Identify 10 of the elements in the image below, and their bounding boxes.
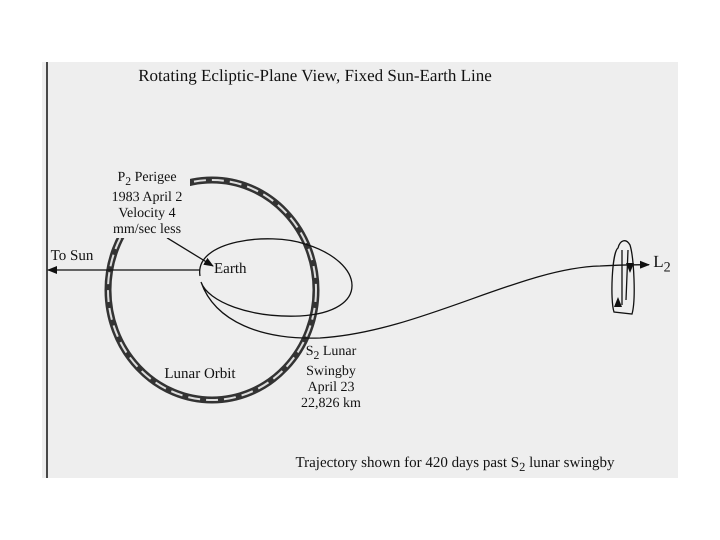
leader-line xyxy=(166,237,214,267)
title: Rotating Ecliptic-Plane View, Fixed Sun-Earth Line xyxy=(137,66,493,86)
sun-direction-arrow xyxy=(47,266,200,274)
swingby-note: S$_{2}$ Lunar Swingby April 23 22,826 km xyxy=(300,344,362,412)
orbit-label: Lunar Orbit xyxy=(163,366,237,382)
trajectory-arrow xyxy=(199,238,650,339)
trajectory-note: Trajectory shown for 420 days past S$_{2}$ lunar swingby xyxy=(294,455,616,475)
edge-label: To Sun xyxy=(50,248,94,264)
earth-label: Earth xyxy=(214,261,260,277)
l2-label: L$_{2}$ xyxy=(650,253,674,276)
